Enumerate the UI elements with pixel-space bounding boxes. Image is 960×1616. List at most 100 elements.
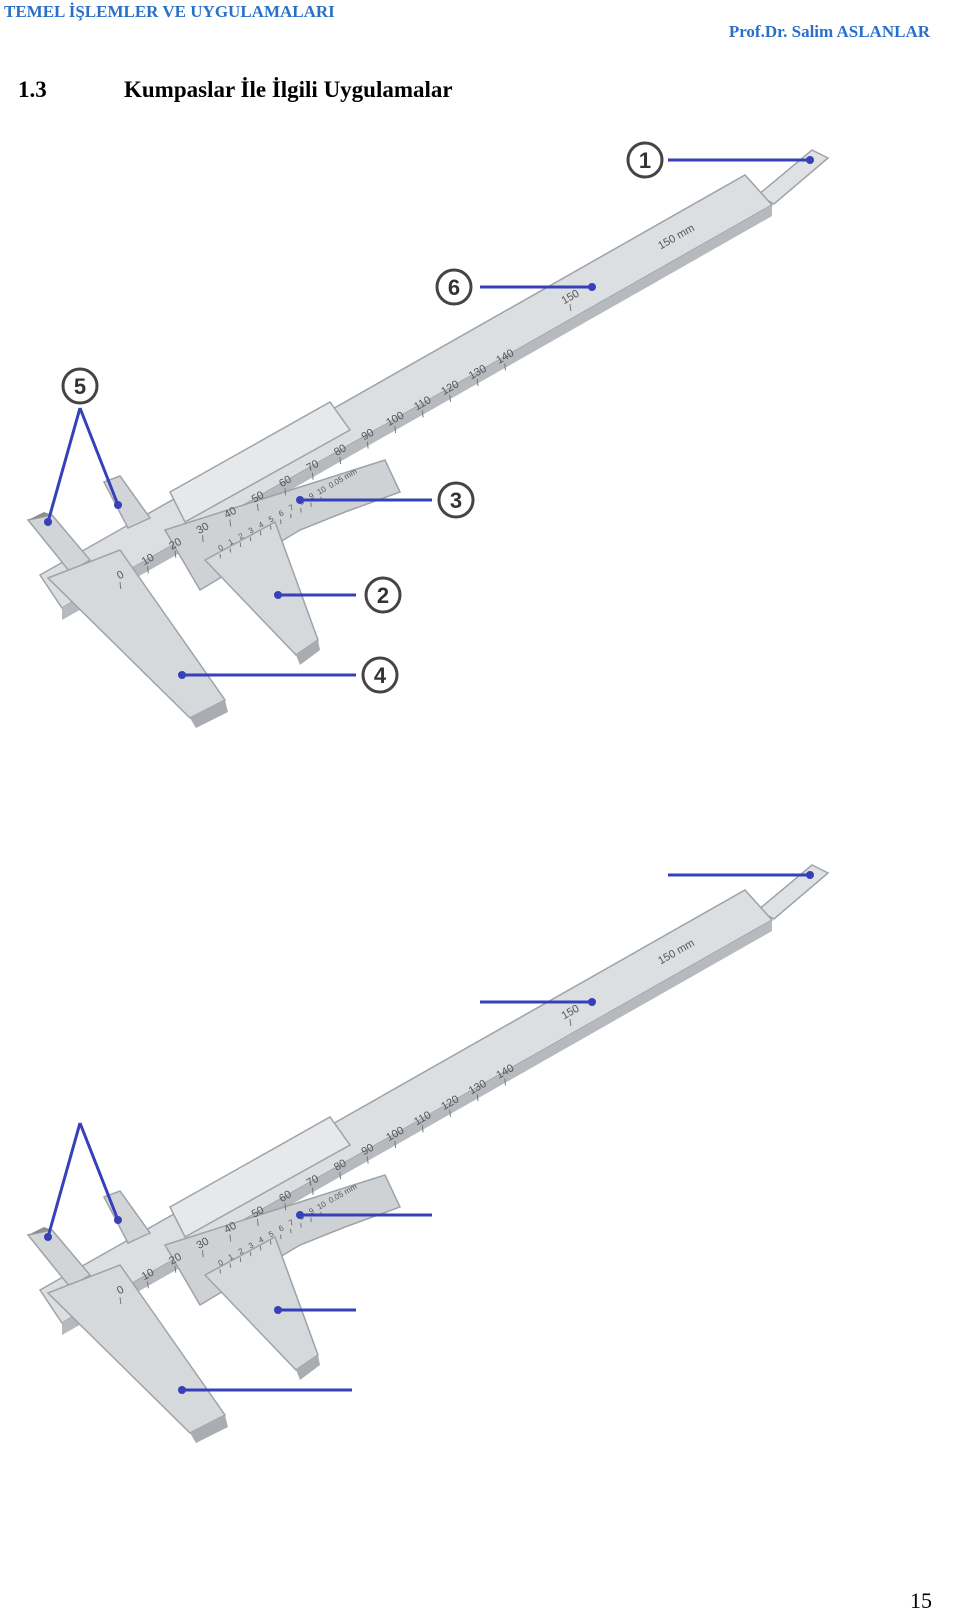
section-title: Kumpaslar İle İlgili Uygulamalar — [124, 77, 453, 102]
scale-label: 3 — [247, 1240, 256, 1250]
blank-leader-lines — [44, 871, 814, 1394]
scale-tick — [229, 1263, 232, 1268]
scale-label: 90 — [360, 427, 377, 443]
scale-label: 4 — [257, 520, 266, 530]
scale-tick — [219, 1268, 221, 1274]
scale-tick — [366, 441, 369, 449]
scale-tick — [504, 363, 506, 371]
callout-2: 2 — [274, 576, 402, 614]
scale-tick — [256, 503, 259, 511]
callout-6: 6 — [435, 268, 596, 306]
scale-tick — [449, 394, 451, 402]
scale-label: 9 — [307, 491, 316, 501]
scale-label: 3 — [247, 525, 256, 535]
callout-number: 2 — [377, 583, 389, 608]
scale-label: 70 — [305, 1173, 322, 1189]
scale-tick — [394, 1140, 397, 1148]
scale-tick — [284, 1203, 287, 1211]
scale-label: 1 — [227, 1252, 236, 1262]
scale-tick — [339, 1172, 342, 1180]
scale-tick — [259, 531, 262, 536]
scale-label: 50 — [250, 1204, 267, 1220]
scale-tick — [290, 1228, 292, 1234]
scale-tick — [366, 1156, 369, 1164]
scale-tick — [249, 536, 252, 542]
scale-label: 0 — [115, 1284, 126, 1297]
scale-label: 0 — [115, 569, 126, 582]
scale-tick — [476, 1094, 479, 1102]
scale-label: 40 — [222, 505, 239, 521]
scale-tick — [229, 548, 232, 553]
scale-label: 9 — [307, 1206, 316, 1216]
scale-tick — [310, 1217, 312, 1222]
scale-tick — [202, 1250, 204, 1258]
scale-tick — [421, 1125, 424, 1133]
scale-label: 2 — [237, 1246, 246, 1256]
scale-label: 20 — [167, 1251, 184, 1267]
scale-label: 40 — [222, 1220, 239, 1236]
callout-number: 3 — [450, 488, 462, 513]
caliper-drawing — [26, 149, 830, 728]
scale-label: 90 — [360, 1142, 377, 1158]
callout-number: 1 — [639, 148, 651, 173]
leader-line — [78, 1122, 120, 1221]
scale-label: 5 — [267, 1229, 276, 1239]
scale-tick — [239, 542, 242, 547]
scale-tick — [504, 1078, 506, 1086]
callout-5: 5 — [44, 367, 122, 526]
scale-label: 30 — [195, 520, 212, 536]
scale-tick — [229, 1234, 232, 1242]
scale-tick — [569, 303, 572, 312]
caliper-drawing — [26, 864, 830, 1443]
scale-label: 7 — [287, 502, 296, 512]
scale-tick — [311, 472, 314, 480]
author-name: Prof.Dr. Salim ASLANLAR — [728, 22, 930, 41]
callout-number: 4 — [374, 663, 387, 688]
scale-tick — [311, 1187, 314, 1195]
scale-tick — [310, 502, 312, 507]
scale-label: 0 — [217, 1258, 226, 1268]
scale-tick — [202, 535, 204, 543]
callout-number: 6 — [448, 275, 460, 300]
scale-tick — [290, 513, 292, 519]
scale-label: 6 — [277, 1223, 286, 1233]
scale-label: 0 — [217, 543, 226, 553]
scale-tick — [300, 508, 302, 513]
scale-label: 4 — [257, 1235, 266, 1245]
scale-tick — [569, 1018, 572, 1027]
section-number: 1.3 — [18, 77, 47, 102]
scale-label: 80 — [332, 1157, 349, 1173]
course-title: TEMEL İŞLEMLER VE UYGULAMALARI — [4, 2, 335, 21]
scale-tick — [239, 1257, 242, 1262]
scale-label: 80 — [332, 442, 349, 458]
scale-label: 5 — [267, 514, 276, 524]
scale-tick — [174, 1265, 177, 1273]
scale-tick — [147, 566, 149, 574]
scale-tick — [229, 519, 232, 527]
scale-tick — [421, 410, 424, 418]
scale-label: 60 — [277, 473, 294, 489]
scale-tick — [119, 581, 122, 590]
callout-4: 4 — [178, 656, 399, 694]
scale-tick — [174, 550, 177, 558]
scale-tick — [476, 379, 479, 387]
section-heading: 1.3 Kumpaslar İle İlgili Uygulamalar — [18, 77, 453, 103]
scale-label: 7 — [287, 1217, 296, 1227]
callout-3: 3 — [296, 481, 475, 519]
scale-label: 6 — [277, 508, 286, 518]
scale-tick — [219, 553, 221, 559]
scale-tick — [280, 519, 282, 525]
callout-number: 5 — [74, 374, 86, 399]
scale-tick — [280, 1234, 282, 1240]
scale-label: 60 — [277, 1188, 294, 1204]
scale-label: 50 — [250, 489, 267, 505]
leader-line — [46, 1122, 82, 1238]
scale-tick — [259, 1246, 262, 1251]
scale-label: 30 — [195, 1235, 212, 1251]
scale-label: 70 — [305, 458, 322, 474]
scale-tick — [394, 425, 397, 433]
scale-label: 20 — [167, 536, 184, 552]
page-number: 15 — [910, 1588, 932, 1613]
scale-label: 10 — [140, 1267, 157, 1283]
caliper-diagram-labeled: 0102030405060708090100110120130140150150… — [26, 141, 830, 728]
